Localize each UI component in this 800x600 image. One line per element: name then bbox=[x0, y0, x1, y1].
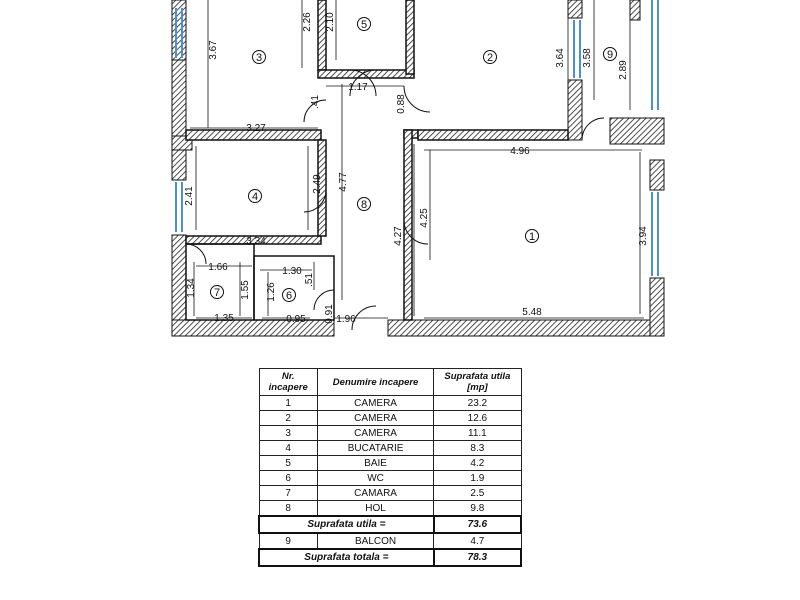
room-6-label: 6 bbox=[286, 290, 292, 302]
dim-0-88: 0.88 bbox=[396, 94, 407, 114]
dim-1-96: 1.96 bbox=[336, 314, 356, 325]
room-area: 23.2 bbox=[433, 395, 522, 411]
dim-3-27: 3.27 bbox=[246, 123, 266, 134]
table-row: 6 WC 1.9 bbox=[258, 470, 522, 486]
table-row: 7 CAMARA 2.5 bbox=[258, 485, 522, 501]
balcony-name: BALCON bbox=[316, 532, 435, 550]
usable-area-row: Suprafata utila = 73.6 bbox=[258, 515, 523, 534]
dim-3-64: 3.64 bbox=[555, 48, 566, 68]
room-8-label: 8 bbox=[361, 199, 367, 211]
dim-3-94: 3.94 bbox=[638, 226, 649, 246]
dim-1-55: 1.55 bbox=[240, 280, 251, 300]
area-table: Nr. incapere Denumire incapere Suprafata… bbox=[258, 368, 523, 567]
total-area-row: Suprafata totala = 78.3 bbox=[258, 548, 523, 567]
balcony-number: 9 bbox=[258, 532, 318, 550]
total-area-label: Suprafata totala = bbox=[258, 548, 435, 567]
table-row: 4 BUCATARIE 8.3 bbox=[258, 440, 522, 456]
dim-0-95: 0.95 bbox=[286, 314, 306, 325]
room-number: 3 bbox=[258, 425, 318, 441]
dim-3-67: 3.67 bbox=[208, 40, 219, 60]
header-nr: Nr. incapere bbox=[258, 368, 318, 396]
dim-3-58: 3.58 bbox=[582, 48, 593, 68]
dim-3-34: 3.34 bbox=[246, 236, 266, 247]
dim-4-25: 4.25 bbox=[419, 208, 430, 228]
room-name: CAMERA bbox=[316, 410, 435, 426]
dimension-labels: 3.67 2.26 2.10 3.64 3.58 2.89 1.17 .41 0… bbox=[184, 12, 649, 325]
room-number: 2 bbox=[258, 410, 318, 426]
rooms-body: 1 CAMERA 23.2 2 CAMERA 12.6 3 CAMERA 11.… bbox=[258, 395, 523, 567]
dim-2-41: 2.41 bbox=[184, 186, 195, 206]
dim-1-66: 1.66 bbox=[208, 262, 228, 273]
dim-2-26: 2.26 bbox=[302, 12, 313, 32]
interior-walls bbox=[185, 0, 569, 321]
windows bbox=[175, 0, 659, 276]
table-row: 1 CAMERA 23.2 bbox=[258, 395, 522, 411]
room-area: 1.9 bbox=[433, 470, 522, 486]
rooms-table: Nr. incapere Denumire incapere Suprafata… bbox=[258, 368, 523, 567]
dim-1-30: 1.30 bbox=[282, 266, 302, 277]
table-row: 8 HOL 9.8 bbox=[258, 500, 522, 517]
dim-4-27: 4.27 bbox=[393, 226, 404, 246]
room-area: 4.2 bbox=[433, 455, 522, 471]
room-1-label: 1 bbox=[529, 231, 535, 243]
table-row: 3 CAMERA 11.1 bbox=[258, 425, 522, 441]
dim-1-26: 1.26 bbox=[266, 282, 277, 302]
room-9-label: 9 bbox=[607, 49, 613, 61]
room-7-label: 7 bbox=[214, 287, 220, 299]
room-area: 12.6 bbox=[433, 410, 522, 426]
dimension-lines bbox=[190, 0, 644, 319]
dim-41: .41 bbox=[310, 95, 321, 109]
dim-5-48: 5.48 bbox=[522, 307, 542, 318]
room-area: 9.8 bbox=[433, 500, 522, 517]
room-number: 8 bbox=[258, 500, 318, 517]
table-row: 2 CAMERA 12.6 bbox=[258, 410, 522, 426]
room-3-label: 3 bbox=[256, 52, 262, 64]
dim-1-17: 1.17 bbox=[348, 82, 368, 93]
balcony-row: 9 BALCON 4.7 bbox=[258, 532, 522, 550]
room-name: CAMERA bbox=[316, 395, 435, 411]
dim-2-10: 2.10 bbox=[325, 12, 336, 32]
dim-4-77: 4.77 bbox=[338, 172, 349, 192]
room-name: BAIE bbox=[316, 455, 435, 471]
dim-0-91: 0.91 bbox=[324, 304, 335, 324]
usable-area-value: 73.6 bbox=[432, 515, 523, 534]
room-name: BUCATARIE bbox=[316, 440, 435, 456]
room-name: HOL bbox=[316, 500, 435, 517]
room-5-label: 5 bbox=[361, 19, 367, 31]
dim-2-49: 2.49 bbox=[312, 174, 323, 194]
room-area: 2.5 bbox=[433, 485, 522, 501]
room-4-label: 4 bbox=[252, 191, 258, 203]
door-swings bbox=[185, 69, 605, 331]
dim-1-35: 1.35 bbox=[214, 313, 234, 324]
total-area-value: 78.3 bbox=[432, 548, 523, 567]
room-number: 5 bbox=[258, 455, 318, 471]
room-area: 8.3 bbox=[433, 440, 522, 456]
exterior-walls bbox=[171, 0, 665, 337]
room-number: 4 bbox=[258, 440, 318, 456]
dim-4-96: 4.96 bbox=[510, 146, 530, 157]
room-numbers: 1 2 3 4 5 6 7 8 9 bbox=[214, 19, 613, 302]
room-area: 11.1 bbox=[433, 425, 522, 441]
room-name: WC bbox=[316, 470, 435, 486]
header-name: Denumire incapere bbox=[316, 368, 435, 396]
usable-area-label: Suprafata utila = bbox=[258, 515, 435, 534]
table-row: 5 BAIE 4.2 bbox=[258, 455, 522, 471]
room-labels bbox=[210, 17, 617, 302]
room-2-label: 2 bbox=[487, 52, 493, 64]
balcony-area: 4.7 bbox=[433, 532, 522, 550]
room-name: CAMERA bbox=[316, 425, 435, 441]
room-name: CAMARA bbox=[316, 485, 435, 501]
room-number: 6 bbox=[258, 470, 318, 486]
room-number: 1 bbox=[258, 395, 318, 411]
table-header-row: Nr. incapere Denumire incapere Suprafata… bbox=[258, 368, 522, 396]
dim-2-89: 2.89 bbox=[618, 60, 629, 80]
room-number: 7 bbox=[258, 485, 318, 501]
floor-plan: 3.67 2.26 2.10 3.64 3.58 2.89 1.17 .41 0… bbox=[171, 0, 665, 337]
dim-51: .51 bbox=[304, 273, 315, 287]
header-area: Suprafata utila [mp] bbox=[433, 368, 522, 396]
dim-1-34: 1.34 bbox=[186, 278, 197, 298]
